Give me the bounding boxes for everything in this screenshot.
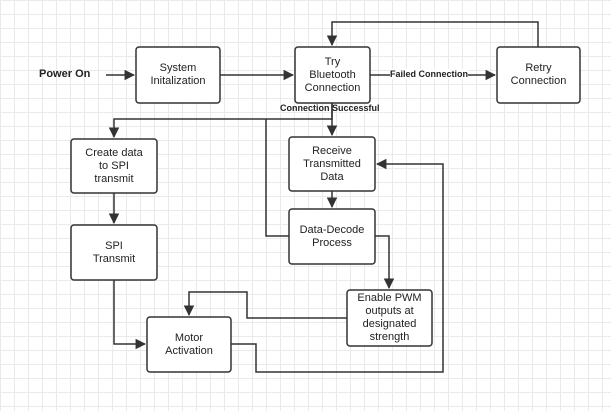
node-box-enable-pwm bbox=[346, 289, 433, 347]
edge-decode-to-create-data bbox=[265, 119, 289, 237]
power-on-label: Power On bbox=[39, 68, 91, 80]
node-box-receive-data bbox=[288, 136, 376, 192]
node-box-data-decode bbox=[288, 208, 376, 265]
node-box-retry-connection bbox=[496, 46, 581, 104]
node-box-try-bluetooth bbox=[294, 46, 371, 104]
connection-successful-label: Connection Successful bbox=[280, 103, 380, 113]
edge-decode-to-pwm bbox=[375, 235, 395, 290]
node-box-create-data bbox=[70, 138, 158, 194]
node-box-spi-transmit bbox=[70, 224, 158, 281]
edge-motor-to-receive bbox=[231, 158, 444, 373]
failed-connection-label: Failed Connection bbox=[390, 69, 469, 79]
node-box-motor-activation bbox=[146, 316, 232, 373]
edge-try-to-create-data bbox=[108, 103, 333, 139]
edge-retry-to-try bbox=[326, 21, 539, 47]
edge-spi-to-motor bbox=[113, 280, 147, 350]
edge-pwm-to-motor bbox=[183, 291, 347, 319]
node-box-system-initialization bbox=[135, 46, 221, 104]
